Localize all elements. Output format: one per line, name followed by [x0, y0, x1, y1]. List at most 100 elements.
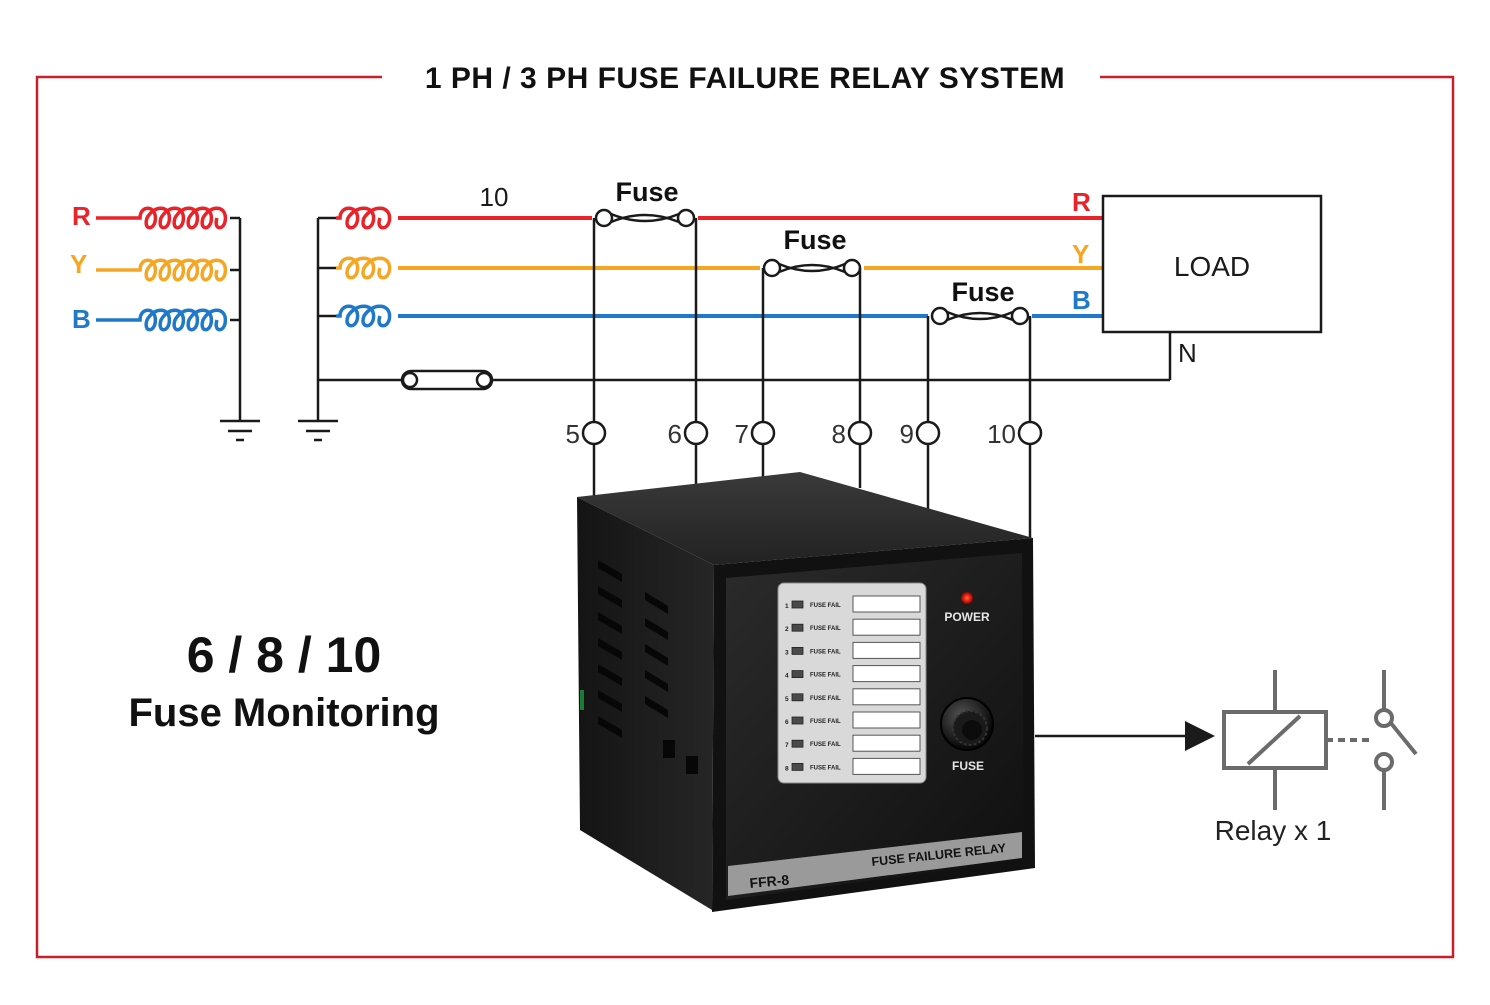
terminal-number: 6	[668, 419, 682, 449]
fuse-label: Fuse	[951, 277, 1014, 307]
fuse-holder-knob[interactable]	[940, 697, 994, 751]
channel-label-box	[852, 711, 921, 729]
terminal-number: 8	[832, 419, 846, 449]
channel-number: 5	[785, 696, 789, 703]
inductor-coil-icon	[138, 206, 228, 230]
inductor-coil-icon	[336, 206, 392, 230]
channel-text: FUSE FAIL	[810, 603, 841, 609]
terminal-icon	[847, 420, 873, 446]
channel-number: 1	[785, 603, 789, 610]
channel-led	[791, 623, 804, 632]
channel-label-box	[852, 734, 921, 752]
channel-row: 5 FUSE FAIL	[785, 688, 921, 706]
load-label: LOAD	[1174, 251, 1250, 282]
load-phase-b: B	[1072, 285, 1091, 315]
inductor-coil-icon	[138, 258, 228, 282]
fuse-count: 6 / 8 / 10	[187, 627, 382, 683]
channel-label-box	[852, 665, 921, 683]
channel-label-box	[852, 618, 921, 636]
terminal-icon	[683, 420, 709, 446]
relay-label: Relay x 1	[1215, 815, 1332, 846]
channel-led	[791, 647, 804, 655]
terminal-number: 9	[900, 419, 914, 449]
frame	[35, 75, 1455, 959]
inductor-coil-icon	[336, 304, 392, 328]
wire-number: 10	[480, 182, 509, 212]
channel-text: FUSE FAIL	[810, 719, 841, 725]
inductor-coil-icon	[138, 308, 228, 332]
device-model: FFR-8	[749, 872, 790, 891]
switch-contact-icon	[1374, 670, 1418, 810]
channel-row: 4 FUSE FAIL	[785, 665, 921, 683]
channel-row: 1 FUSE FAIL	[785, 595, 921, 613]
terminal-number: 10	[987, 419, 1016, 449]
terminal-icon	[1017, 420, 1043, 446]
load-phase-y: Y	[1072, 239, 1089, 269]
secondary-transformer	[298, 206, 392, 442]
channel-text: FUSE FAIL	[810, 626, 841, 632]
fuse-label: Fuse	[783, 225, 846, 255]
channel-row: 2 FUSE FAIL	[785, 618, 921, 636]
channel-text: FUSE FAIL	[810, 649, 841, 655]
terminal-number: 5	[566, 419, 580, 449]
channel-led	[791, 600, 804, 609]
relay-coil-icon	[1222, 670, 1372, 810]
channel-row: 6 FUSE FAIL	[785, 711, 921, 729]
terminal-icon	[750, 420, 776, 446]
phase-lines: 10	[318, 182, 1172, 391]
source-label-r: R	[72, 201, 91, 231]
power-led	[961, 592, 973, 604]
neutral-label: N	[1178, 338, 1197, 368]
channel-number: 8	[785, 765, 789, 772]
tap-wires	[592, 218, 1032, 421]
ground-icon	[298, 419, 338, 442]
page-title: 1 PH / 3 PH FUSE FAILURE RELAY SYSTEM	[425, 62, 1065, 95]
channel-text: FUSE FAIL	[810, 696, 841, 702]
channel-number: 4	[785, 673, 789, 680]
source-label-b: B	[72, 304, 91, 334]
headline-subtitle: Fuse Monitoring	[128, 691, 439, 735]
load-box: LOAD R Y B N	[1072, 187, 1323, 368]
neutral-fuse-icon	[400, 369, 494, 391]
fuse-label: FUSE	[952, 759, 984, 773]
channel-text: FUSE FAIL	[810, 673, 841, 679]
channel-label-box	[852, 595, 921, 613]
terminals: 5 6 7 8 9 10	[566, 419, 1043, 449]
source-transformer: R Y B	[70, 201, 260, 442]
fuse-icon	[928, 306, 1032, 326]
terminal-icon	[581, 420, 607, 446]
ground-icon	[220, 419, 260, 442]
source-label-y: Y	[70, 249, 87, 279]
terminal-number: 7	[735, 419, 749, 449]
channel-label-box	[852, 757, 921, 775]
channel-number: 2	[785, 626, 789, 633]
channel-number: 3	[785, 649, 789, 656]
channel-number: 7	[785, 742, 789, 749]
channel-led	[791, 739, 804, 748]
channel-number: 6	[785, 719, 789, 726]
channel-led	[791, 716, 804, 725]
channel-led	[791, 693, 804, 702]
fuse-label: Fuse	[615, 177, 678, 207]
power-label: POWER	[944, 610, 990, 624]
channel-led	[791, 670, 804, 678]
terminal-icon	[915, 420, 941, 446]
channel-row: 3 FUSE FAIL	[785, 641, 921, 659]
vent-slots	[598, 560, 698, 774]
fuse-icon	[760, 258, 864, 278]
channel-row: 8 FUSE FAIL	[785, 757, 921, 775]
inductor-coil-icon	[336, 256, 392, 280]
channel-label-box	[852, 688, 921, 706]
channel-label-box	[852, 641, 921, 659]
channel-text: FUSE FAIL	[810, 765, 841, 771]
headline: 6 / 8 / 10 Fuse Monitoring	[128, 627, 439, 735]
channel-led	[791, 763, 804, 771]
fuse-icon	[592, 208, 698, 228]
load-phase-r: R	[1072, 187, 1091, 217]
